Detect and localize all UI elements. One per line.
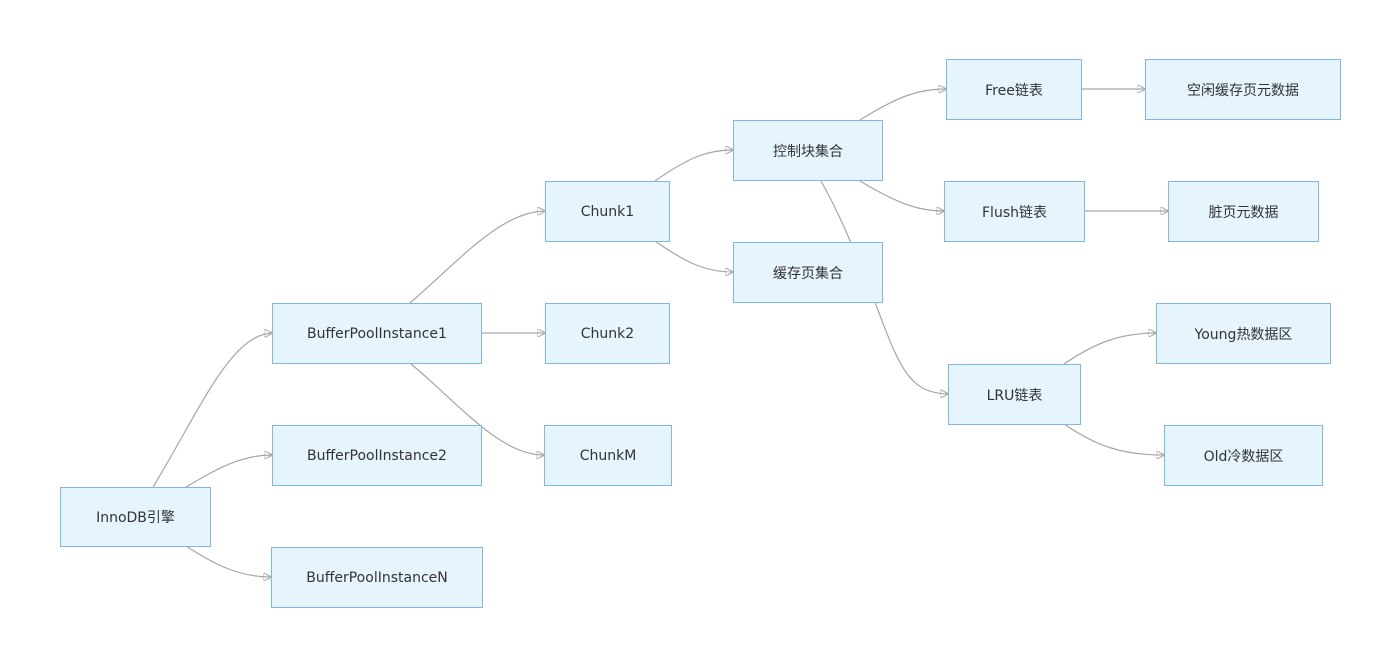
edge-bp1-chunkm [409,362,544,455]
node-flush-list: Flush链表 [944,181,1085,242]
edge-engine-bp1 [152,333,272,488]
node-dirty-page-metadata: 脏页元数据 [1168,181,1319,242]
node-innodb-engine: InnoDB引擎 [60,487,211,547]
node-old-cold-zone: Old冷数据区 [1164,425,1323,486]
node-chunk-1: Chunk1 [545,181,670,242]
node-chunk-m: ChunkM [544,425,672,486]
edge-ctrl-free [859,89,946,121]
node-young-hot-zone: Young热数据区 [1156,303,1331,364]
node-cache-page-set: 缓存页集合 [733,242,883,303]
edge-chunk1-cache [654,240,733,272]
node-buffer-pool-instance-n: BufferPoolInstanceN [271,547,483,608]
edge-lru-young [1063,333,1156,365]
edge-bp1-chunk1 [409,211,545,304]
node-buffer-pool-instance-2: BufferPoolInstance2 [272,425,482,486]
node-free-list: Free链表 [946,59,1082,120]
edge-chunk1-ctrl [654,150,733,182]
node-lru-list: LRU链表 [948,364,1081,425]
node-control-block-set: 控制块集合 [733,120,883,181]
node-free-page-metadata: 空闲缓存页元数据 [1145,59,1341,120]
edge-ctrl-flush [859,180,944,211]
edge-lru-old [1063,423,1164,455]
edge-engine-bp2 [185,455,272,488]
edge-engine-bpn [185,545,271,577]
node-chunk-2: Chunk2 [545,303,670,364]
node-buffer-pool-instance-1: BufferPoolInstance1 [272,303,482,364]
